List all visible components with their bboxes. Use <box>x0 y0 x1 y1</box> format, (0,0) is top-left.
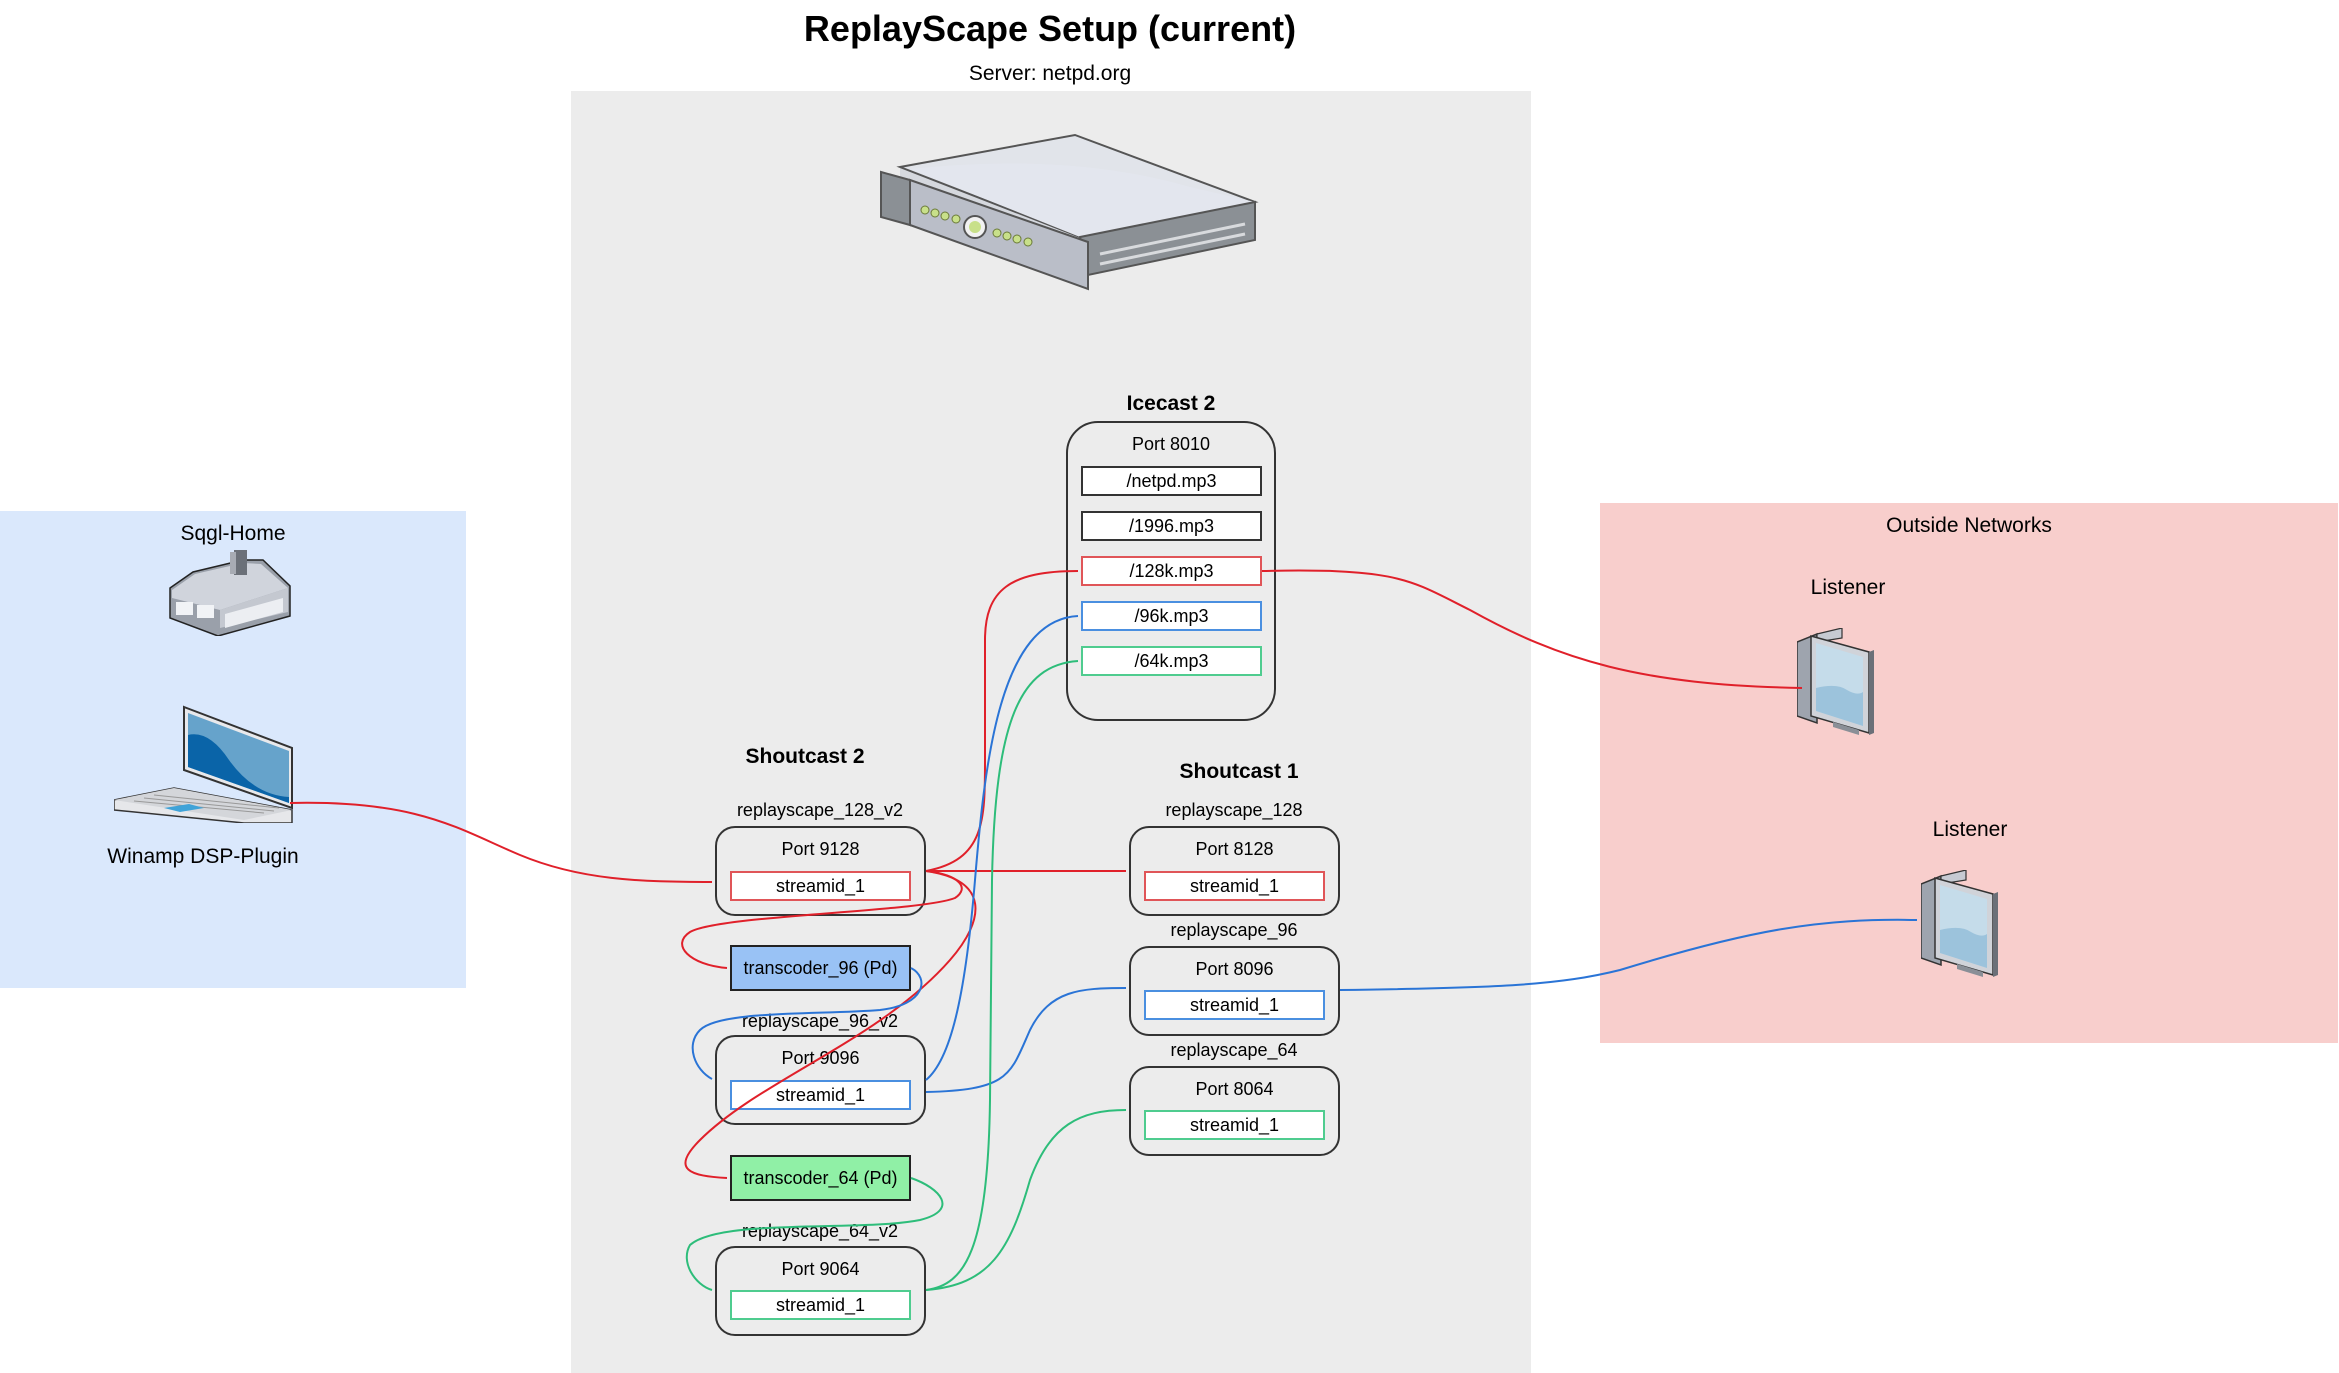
transcoder-96[interactable]: transcoder_96 (Pd) <box>730 945 911 991</box>
transcoder-64[interactable]: transcoder_64 (Pd) <box>730 1155 911 1201</box>
icecast-port: Port 8010 <box>1131 434 1211 454</box>
sc1-128-port: Port 8128 <box>1195 839 1274 859</box>
listener-1-label: Listener <box>1810 576 1886 599</box>
sc2-128-name: replayscape_128_v2 <box>736 800 904 820</box>
icecast-title: Icecast 2 <box>1126 392 1216 415</box>
mount-1996[interactable]: /1996.mp3 <box>1081 511 1262 541</box>
sc2-64-name: replayscape_64_v2 <box>741 1221 899 1241</box>
winamp-label: Winamp DSP-Plugin <box>107 845 299 868</box>
diagram-title: ReplayScape Setup (current) <box>803 8 1297 49</box>
sc2-128-port: Port 9128 <box>781 839 860 859</box>
listener-2-label: Listener <box>1932 818 2008 841</box>
sc1-64-port: Port 8064 <box>1195 1079 1274 1099</box>
sc2-64-port: Port 9064 <box>781 1259 860 1279</box>
sc1-96-name: replayscape_96 <box>1170 920 1298 940</box>
sc2-64-stream[interactable]: streamid_1 <box>730 1290 911 1320</box>
sc2-96-stream[interactable]: streamid_1 <box>730 1080 911 1110</box>
laptop-icon <box>114 705 293 823</box>
mount-64k[interactable]: /64k.mp3 <box>1081 646 1262 676</box>
home-zone-label: Sqgl-Home <box>180 522 286 545</box>
mount-96k[interactable]: /96k.mp3 <box>1081 601 1262 631</box>
sc2-128-stream[interactable]: streamid_1 <box>730 871 911 901</box>
mount-128k[interactable]: /128k.mp3 <box>1081 556 1262 586</box>
shoutcast1-title: Shoutcast 1 <box>1179 760 1299 783</box>
server-subtitle: Server: netpd.org <box>968 62 1132 85</box>
desktop-computer-icon <box>1797 628 1874 735</box>
sc2-96-port: Port 9096 <box>781 1048 860 1068</box>
sc1-64-stream[interactable]: streamid_1 <box>1144 1110 1325 1140</box>
sc1-64-name: replayscape_64 <box>1170 1040 1298 1060</box>
sc2-96-name: replayscape_96_v2 <box>741 1011 899 1031</box>
desktop-computer-icon <box>1921 870 1998 977</box>
sc1-128-name: replayscape_128 <box>1165 800 1303 820</box>
outside-zone-label: Outside Networks <box>1886 514 2052 537</box>
sc1-128-stream[interactable]: streamid_1 <box>1144 871 1325 901</box>
sc1-96-port: Port 8096 <box>1195 959 1274 979</box>
shoutcast2-title: Shoutcast 2 <box>745 745 865 768</box>
rack-server-icon <box>880 133 1259 291</box>
mount-netpd[interactable]: /netpd.mp3 <box>1081 466 1262 496</box>
house-icon <box>169 550 291 636</box>
sc1-96-stream[interactable]: streamid_1 <box>1144 990 1325 1020</box>
